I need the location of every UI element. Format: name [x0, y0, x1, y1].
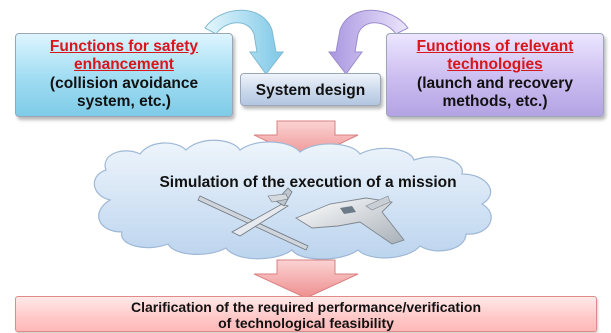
clarification-line1: Clarification of the required performanc…	[130, 299, 482, 315]
safety-detail-line2: system, etc.)	[77, 92, 171, 110]
safety-functions-box: Functions for safety enhancement (collis…	[15, 33, 233, 117]
system-design-label: System design	[255, 82, 366, 99]
safety-detail-line1: (collision avoidance	[49, 74, 199, 92]
relevant-title-line2: technologies	[447, 56, 543, 74]
relevant-technologies-box: Functions of relevant technologies (laun…	[386, 33, 604, 117]
relevant-title-line1: Functions of relevant	[416, 38, 574, 55]
safety-title-line2: enhancement	[74, 56, 174, 74]
system-design-box: System design	[240, 73, 381, 106]
simulation-label: Simulation of the execution of a mission	[159, 174, 457, 191]
curved-arrow-left	[204, 9, 285, 75]
clarification-line2: of technological feasibility	[218, 315, 394, 331]
safety-title-line1: Functions for safety	[49, 38, 199, 55]
relevant-detail-line2: methods, etc.)	[442, 92, 548, 110]
jet-aircraft-icon	[295, 195, 405, 245]
clarification-box: Clarification of the required performanc…	[15, 296, 597, 332]
relevant-detail-line1: (launch and recovery	[417, 74, 573, 92]
down-arrow-bottom	[253, 259, 359, 299]
glider-aircraft-icon	[197, 187, 309, 251]
curved-arrow-right	[327, 9, 409, 75]
